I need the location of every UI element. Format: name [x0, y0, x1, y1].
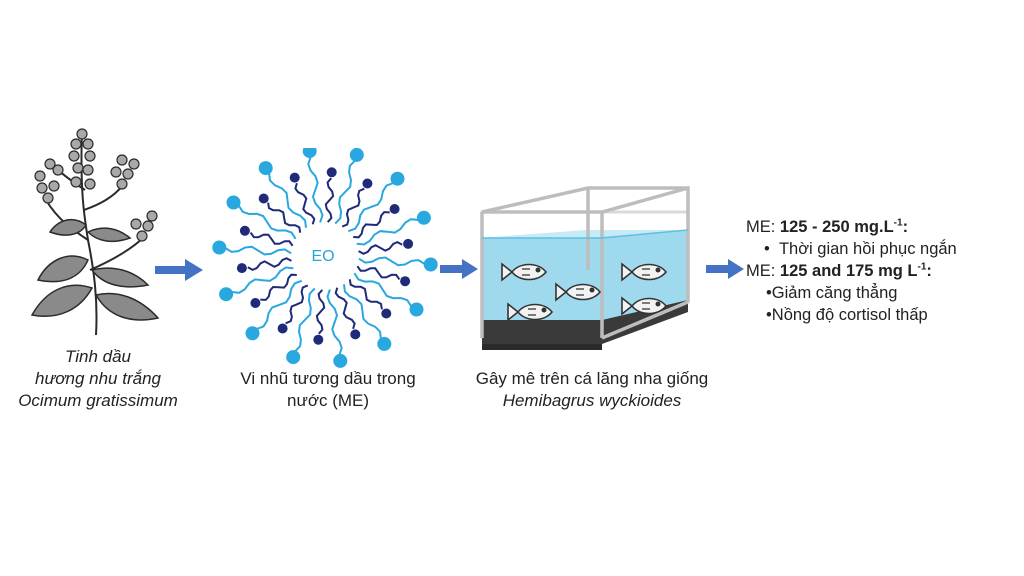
- fish-icon: [501, 262, 548, 282]
- surfactant-head: [350, 329, 361, 340]
- result-group-2-item: •Giảm căng thẳng: [766, 284, 898, 302]
- surfactant-tail: [324, 177, 335, 223]
- surfactant-head: [390, 171, 405, 186]
- surfactant-head: [409, 302, 424, 317]
- result-group-2-suffix: :: [926, 262, 932, 280]
- result-group-2-heading: ME: 125 and 175 mg L-1:: [746, 260, 957, 282]
- surfactant-head: [381, 308, 392, 319]
- surfactant-tail: [237, 205, 297, 240]
- surfactant-head: [245, 326, 260, 341]
- result-group-2-prefix: ME:: [746, 262, 780, 280]
- surfactant-tail: [356, 218, 419, 246]
- arrow-right-icon: [155, 259, 203, 281]
- surfactant-tail: [256, 279, 303, 330]
- surfactant-head: [250, 298, 261, 308]
- fish-group: [501, 262, 668, 322]
- result-group-2-item-1-text: Giảm căng thẳng: [771, 284, 898, 302]
- surfactant-head: [416, 210, 431, 225]
- surfactant-tail: [343, 284, 382, 340]
- surfactant-tail: [267, 202, 302, 233]
- micelle-core-label: EO: [311, 248, 334, 265]
- result-group-1-dose: 125 - 250 mg.L: [779, 218, 894, 236]
- surfactant-tail: [260, 273, 297, 301]
- surfactant-tail: [334, 159, 356, 225]
- surfactant-tail: [348, 279, 383, 310]
- surfactant-tail: [326, 289, 343, 356]
- plant-caption: Tinh dầu hương nhu trắng Ocimum gratissi…: [0, 346, 196, 412]
- surfactant-head: [362, 178, 373, 189]
- surfactant-head: [326, 167, 337, 178]
- result-group-1-suffix: :: [902, 218, 909, 236]
- surfactant-head: [226, 195, 241, 210]
- result-group-2-item-2-text: Nồng độ cortisol thấp: [771, 306, 928, 324]
- surfactant-tail: [268, 172, 307, 228]
- fish-scientific-name: Hemibagrus wyckioides: [502, 391, 682, 410]
- surfactant-head: [239, 225, 250, 236]
- surfactant-tail: [347, 182, 394, 233]
- surfactant-head: [277, 323, 288, 334]
- microemulsion-micelle-illustration: EO: [212, 148, 438, 368]
- surfactant-tail: [247, 257, 292, 272]
- surfactant-tail: [224, 245, 292, 256]
- surfactant-head: [286, 350, 301, 365]
- plant-caption-line2: hương nhu trắng: [35, 369, 161, 388]
- surfactant-head: [289, 172, 300, 183]
- surfactant-tail: [315, 289, 326, 335]
- surfactant-tail: [358, 256, 426, 267]
- emulsion-caption: Vi nhũ tương dầu trong nước (ME): [210, 368, 446, 412]
- surfactant-head: [333, 353, 348, 368]
- tank-caption-line1: Gây mê trên cá lăng nha giống: [475, 369, 709, 388]
- emulsion-caption-line1: Vi nhũ tương dầu trong: [240, 369, 416, 388]
- fish-icon: [621, 262, 668, 282]
- surfactant-head: [219, 287, 234, 302]
- plant-caption-line1: Tinh dầu: [64, 347, 131, 366]
- emulsion-caption-line2: nước (ME): [286, 391, 370, 410]
- surfactant-head: [313, 334, 324, 345]
- arrow-right-icon: [440, 259, 478, 279]
- result-group-1-item-text: Thời gian hồi phục ngắn: [778, 240, 957, 258]
- surfactant-head: [423, 257, 438, 272]
- surfactant-head: [212, 240, 227, 255]
- surfactant-head: [302, 148, 317, 159]
- fish-icon: [555, 282, 602, 302]
- surfactant-tail: [356, 265, 401, 280]
- basil-plant-illustration: [30, 128, 160, 336]
- surfactant-tail: [341, 187, 365, 228]
- surfactant-head: [389, 204, 400, 214]
- surfactant-tail: [307, 156, 324, 223]
- surfactant-head: [258, 193, 269, 204]
- result-group-1-unit-exponent: -1: [893, 217, 903, 229]
- surfactant-head: [236, 263, 247, 274]
- surfactant-head: [400, 276, 411, 287]
- tank-caption: Gây mê trên cá lăng nha giống Hemibagrus…: [462, 368, 722, 412]
- surfactant-head: [403, 238, 414, 249]
- surfactant-head: [258, 161, 273, 176]
- surfactant-tail: [285, 284, 309, 325]
- arrow-right-icon: [706, 259, 744, 279]
- surfactant-tail: [334, 287, 356, 330]
- result-group-1-heading: ME: 125 - 250 mg.L-1:: [746, 216, 957, 238]
- results-panel: ME: 125 - 250 mg.L-1: • Thời gian hồi ph…: [746, 216, 957, 326]
- plant-scientific-name: Ocimum gratissimum: [18, 391, 178, 410]
- result-group-1-prefix: ME:: [746, 218, 780, 236]
- result-group-2-unit-exponent: -1: [917, 261, 927, 273]
- result-group-2-item: •Nồng độ cortisol thấp: [766, 306, 928, 324]
- fish-icon: [507, 302, 554, 322]
- surfactant-tail: [353, 272, 413, 307]
- surfactant-tail: [231, 266, 294, 294]
- surfactant-tail: [353, 211, 390, 239]
- surfactant-tail: [294, 287, 316, 353]
- surfactant-tail: [358, 240, 403, 255]
- fish-icon: [621, 296, 668, 316]
- surfactant-tail: [249, 232, 294, 247]
- surfactant-head: [349, 148, 364, 162]
- result-group-2-dose: 125 and 175 mg L: [779, 262, 918, 280]
- result-group-1-item: • Thời gian hồi phục ngắn: [764, 240, 957, 258]
- fish-tank-illustration: [480, 186, 690, 350]
- surfactant-head: [377, 336, 392, 351]
- surfactant-tail: [294, 182, 316, 225]
